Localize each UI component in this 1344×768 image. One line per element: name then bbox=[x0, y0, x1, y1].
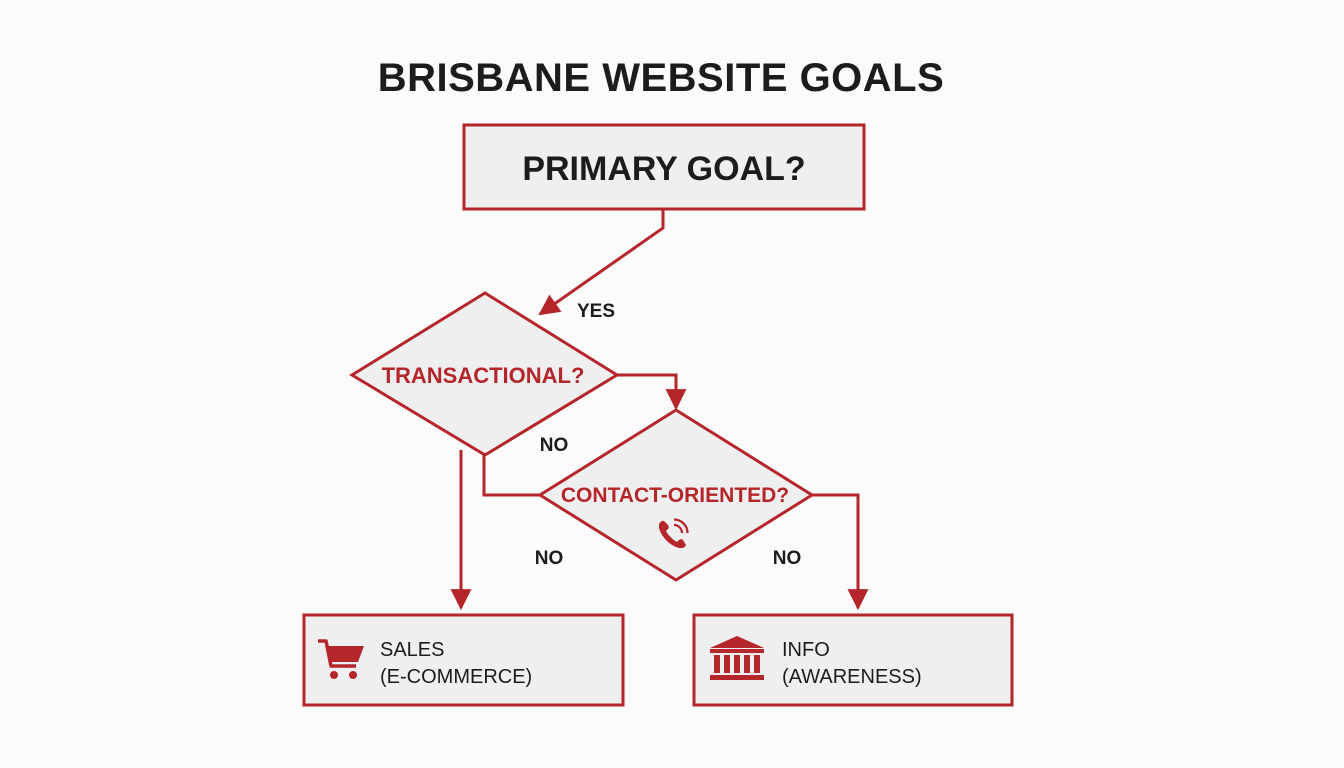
edge-label-yes: YES bbox=[577, 301, 615, 322]
node-sales-line2: (E-COMMERCE) bbox=[380, 666, 532, 688]
node-transactional-label: TRANSACTIONAL? bbox=[382, 363, 585, 388]
node-primary-goal-label: PRIMARY GOAL? bbox=[522, 150, 805, 188]
diagram-title: BRISBANE WEBSITE GOALS bbox=[377, 56, 945, 100]
edge-transactional-to-contact-no bbox=[482, 455, 540, 497]
node-sales: SALES (E-COMMERCE) bbox=[302, 613, 625, 707]
shopping-cart-icon bbox=[318, 639, 364, 679]
bank-building-icon bbox=[710, 636, 764, 680]
edge-label-no-transactional: NO bbox=[540, 435, 569, 456]
edge-transactional-to-contact bbox=[617, 373, 687, 411]
edge-label-no-left: NO bbox=[535, 548, 564, 569]
node-contact-oriented: CONTACT-ORIENTED? bbox=[537, 408, 815, 582]
node-contact-oriented-label: CONTACT-ORIENTED? bbox=[561, 484, 789, 507]
node-info-line2: (AWARENESS) bbox=[782, 666, 922, 688]
node-primary-goal: PRIMARY GOAL? bbox=[462, 123, 866, 211]
edge-contact-to-info bbox=[812, 493, 869, 611]
connectors bbox=[450, 210, 869, 611]
node-info-line1: INFO bbox=[782, 639, 830, 661]
edge-primary-to-transactional bbox=[538, 210, 665, 316]
edge-label-no-right: NO bbox=[773, 548, 802, 569]
node-sales-line1: SALES bbox=[380, 639, 444, 661]
node-transactional: TRANSACTIONAL? bbox=[349, 291, 620, 457]
phone-icon bbox=[658, 518, 689, 549]
node-info: INFO (AWARENESS) bbox=[692, 613, 1014, 707]
